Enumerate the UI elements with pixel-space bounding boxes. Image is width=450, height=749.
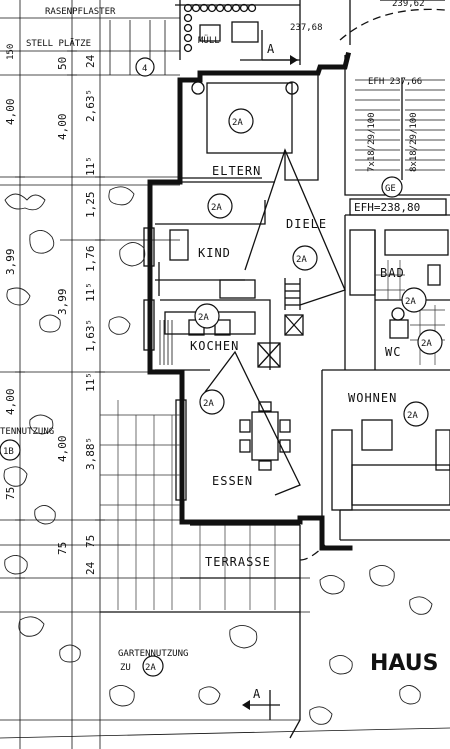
badge-circle (403, 401, 429, 427)
efh-upper-label: EFH 237,66 (368, 77, 422, 87)
kochen-label: KOCHEN (190, 339, 239, 353)
number-4-label: 4 (142, 64, 147, 74)
dim-label: 1,76 (84, 246, 97, 273)
dim-150-label: 150 (6, 44, 16, 60)
dim-label: 1,25 (84, 192, 97, 219)
diele-label: DIELE (286, 217, 327, 231)
wohnen-label: WOHNEN (348, 391, 397, 405)
dim-label: 75 (84, 535, 97, 548)
haus-label: HAUS (370, 651, 438, 676)
section-marker-bottom (242, 690, 280, 720)
stair-labels: EFH 237,66 7x18/29/100 8x18/29/100 GE EF… (349, 77, 447, 216)
fixtures (159, 78, 450, 511)
elevation-top-right-label: 239,62 (392, 0, 425, 9)
badge-zu-label: 2A (145, 663, 156, 673)
gartennutzung-zu-label: ZU (120, 663, 131, 673)
badge-circle (292, 245, 318, 271)
kind-label: KIND (198, 246, 231, 260)
section-marker-label-top: A (267, 42, 275, 56)
stellplaetze-label: STELL PLÄTZE (26, 38, 91, 49)
dim-label: 11⁵ (84, 156, 97, 176)
dim-label: 24 (84, 54, 97, 68)
muell-label: MÜLL (198, 35, 220, 46)
wc-label: WC (385, 345, 401, 359)
dimension-texts-col1: 4,00 3,99 4,00 75 (4, 99, 17, 501)
dim-label: 11⁵ (84, 282, 97, 302)
dim-label: 4,00 (56, 436, 69, 463)
ge-badge: GE (385, 184, 396, 194)
dim-label: 1,63⁵ (84, 319, 97, 352)
dimension-texts-col3: 24 2,63⁵ 11⁵ 1,25 1,76 11⁵ 1,63⁵ 11⁵ 3,8… (84, 54, 97, 575)
section-marker-top (262, 55, 298, 65)
badge-circle (194, 303, 220, 329)
room-labels: 2A ELTERN 2A KIND DIELE 2A 2A KOCHEN 2A … (190, 108, 443, 569)
bad-label: BAD (380, 266, 405, 280)
efh-lower-label: EFH=238,80 (354, 201, 420, 214)
dim-label: 3,99 (56, 289, 69, 316)
dim-label: 2,63⁵ (84, 89, 97, 122)
dim-label: 3,99 (4, 249, 17, 276)
garden-vegetation (3, 186, 433, 725)
terrasse-label: TERRASSE (205, 555, 271, 569)
dimension-texts-col2: 50 4,00 3,99 4,00 75 (56, 57, 69, 555)
dim-label: 75 (4, 487, 17, 500)
badge-circle (228, 108, 254, 134)
rasenpflaster-label: RASENPFLASTER (45, 7, 116, 17)
dim-label: 4,00 (4, 389, 17, 416)
badge-1b-label: 1B (3, 447, 14, 457)
top-labels: RASENPFLASTER STELL PLÄTZE MÜLL 237,68 2… (6, 0, 425, 77)
section-marker-label-bottom: A (253, 687, 261, 701)
efh-lower-box (349, 198, 447, 216)
wc-badge: 2A (421, 339, 432, 349)
eltern-label: ELTERN (212, 164, 261, 178)
bad-badge: 2A (405, 297, 416, 307)
number-badge (135, 57, 155, 77)
badge-circle (401, 287, 427, 313)
dim-label: 4,00 (4, 99, 17, 126)
dim-label: 11⁵ (84, 372, 97, 392)
badge-circle (142, 655, 164, 677)
dim-label: 24 (84, 561, 97, 575)
essen-label: ESSEN (212, 474, 253, 488)
wohnen-badge: 2A (407, 411, 418, 421)
dim-label: 3,88⁵ (84, 437, 97, 470)
essen-badge: 2A (203, 399, 214, 409)
kochen-badge: 2A (198, 313, 209, 323)
eltern-badge: 2A (232, 118, 243, 128)
dim-label: 50 (56, 57, 69, 70)
badge-circle (0, 439, 21, 461)
garden-labels: TENNUTZUNG 1B GARTENNUTZUNG ZU 2A A (0, 427, 261, 701)
dim-label: 75 (56, 542, 69, 555)
terrasse-grid (99, 400, 450, 739)
gartennutzung-label: GARTENNUTZUNG (118, 649, 188, 659)
elevation-label: 237,68 (290, 23, 323, 33)
top-strip (0, 0, 446, 75)
steps-right-label: 8x18/29/100 (409, 112, 419, 172)
diele-badge: 2A (296, 255, 307, 265)
kind-badge: 2A (211, 203, 222, 213)
steps-left-label: 7x18/29/100 (367, 112, 377, 172)
badge-circle (207, 193, 233, 219)
ge-badge-circle (381, 176, 403, 198)
badge-circle (199, 389, 225, 415)
badge-circle (417, 329, 443, 355)
dim-label: 4,00 (56, 114, 69, 141)
gartennutzung-left-label: TENNUTZUNG (0, 427, 54, 437)
